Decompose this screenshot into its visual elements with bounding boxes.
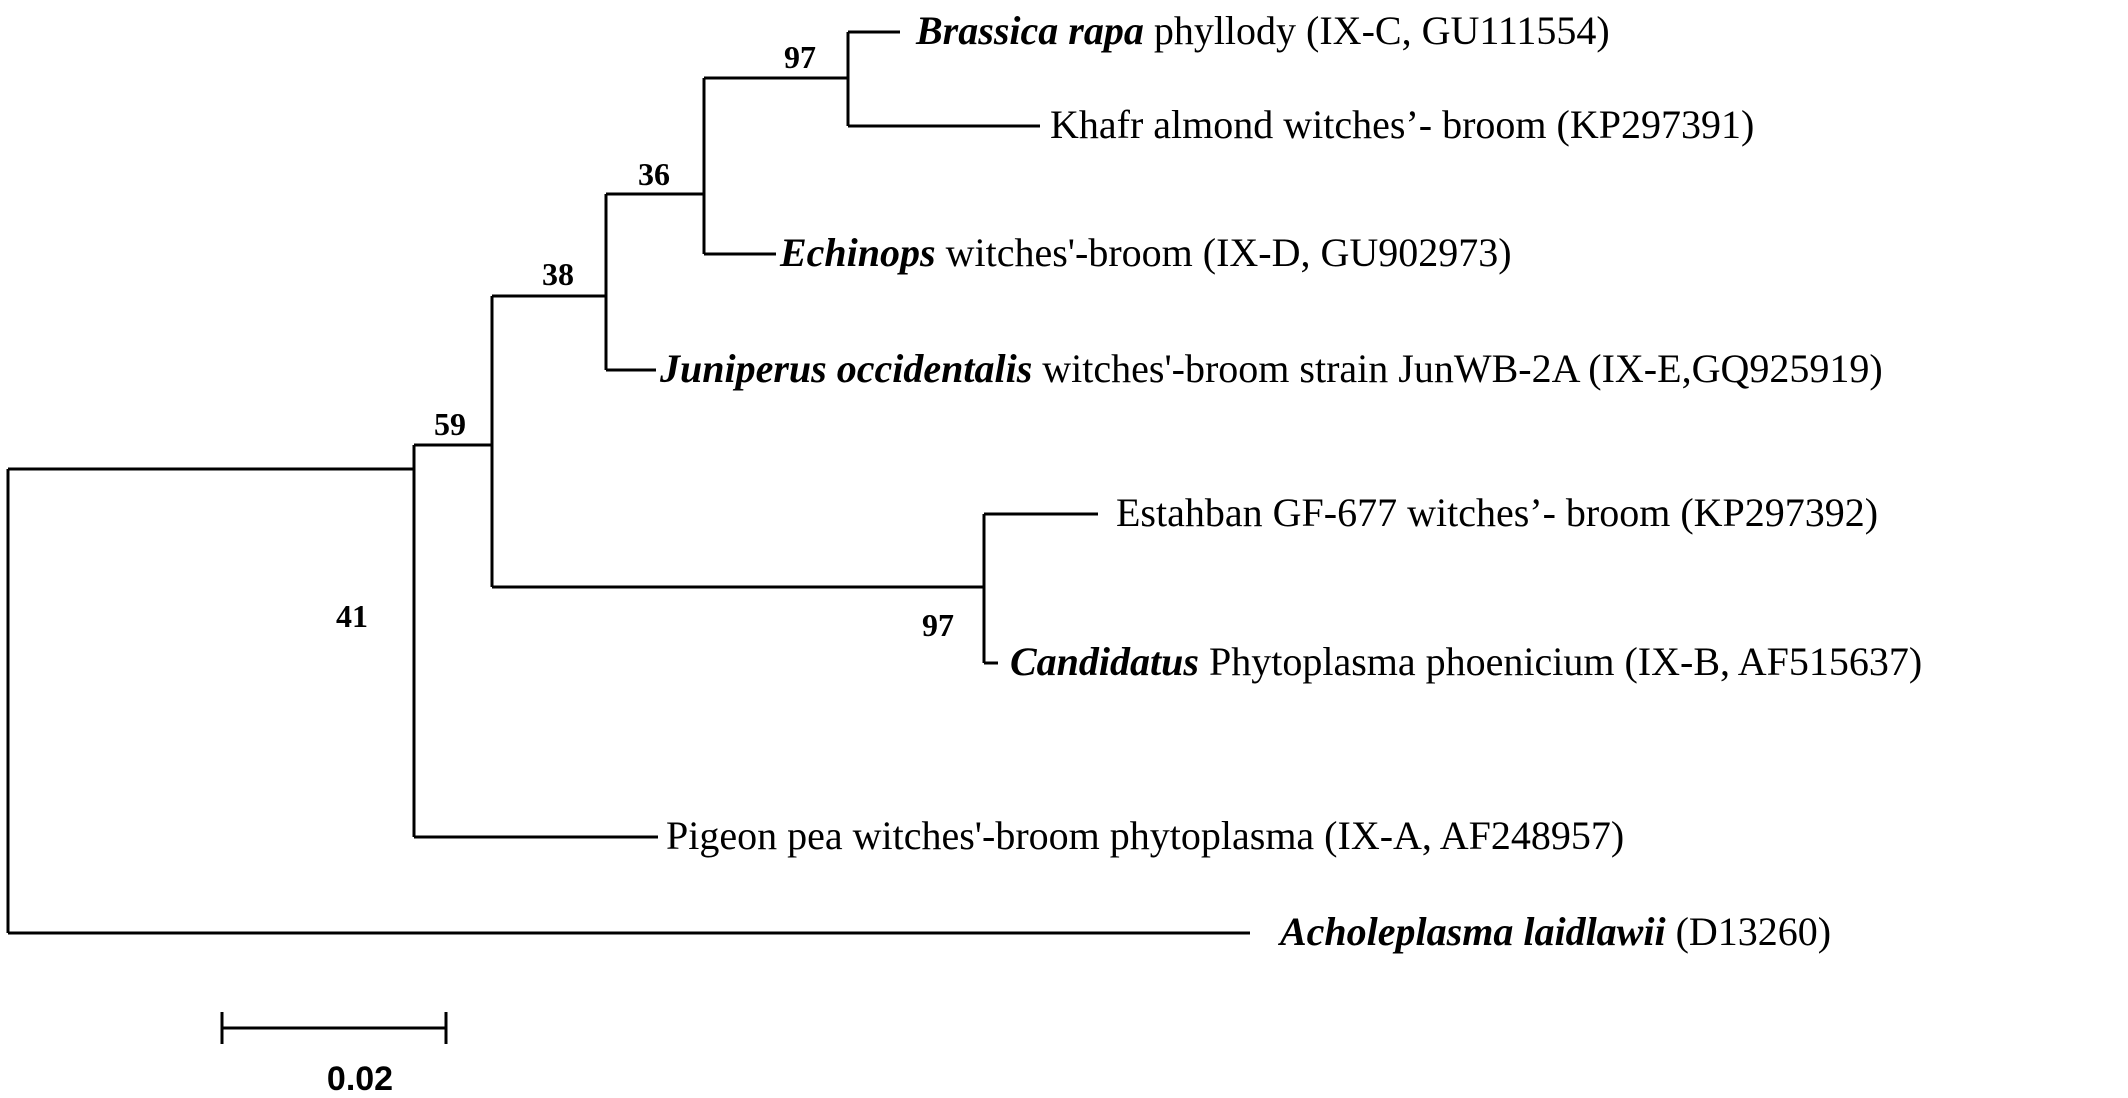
bootstrap-value: 97 [784,39,816,75]
bootstrap-value: 36 [638,156,670,192]
taxon-label: Echinops witches'-broom (IX-D, GU902973) [779,230,1512,275]
taxon-label: Candidatus Phytoplasma phoenicium (IX-B,… [1010,639,1922,684]
taxon-label: Pigeon pea witches'-broom phytoplasma (I… [666,813,1624,858]
bootstrap-value: 97 [922,607,954,643]
scale-bar-label: 0.02 [327,1060,393,1098]
taxon-label: Brassica rapa phyllody (IX-C, GU111554) [915,8,1610,53]
taxon-label: Khafr almond witches’- broom (KP297391) [1050,102,1754,147]
taxon-label: Estahban GF-677 witches’- broom (KP29739… [1116,490,1878,535]
taxon-label: Acholeplasma laidlawii (D13260) [1277,909,1831,954]
scale-bar: 0.02 [220,1012,448,1098]
bootstrap-value: 41 [336,598,368,634]
bootstrap-value: 38 [542,256,574,292]
bootstrap-value: 59 [434,406,466,442]
taxon-label: Juniperus occidentalis witches'-broom st… [659,346,1883,391]
